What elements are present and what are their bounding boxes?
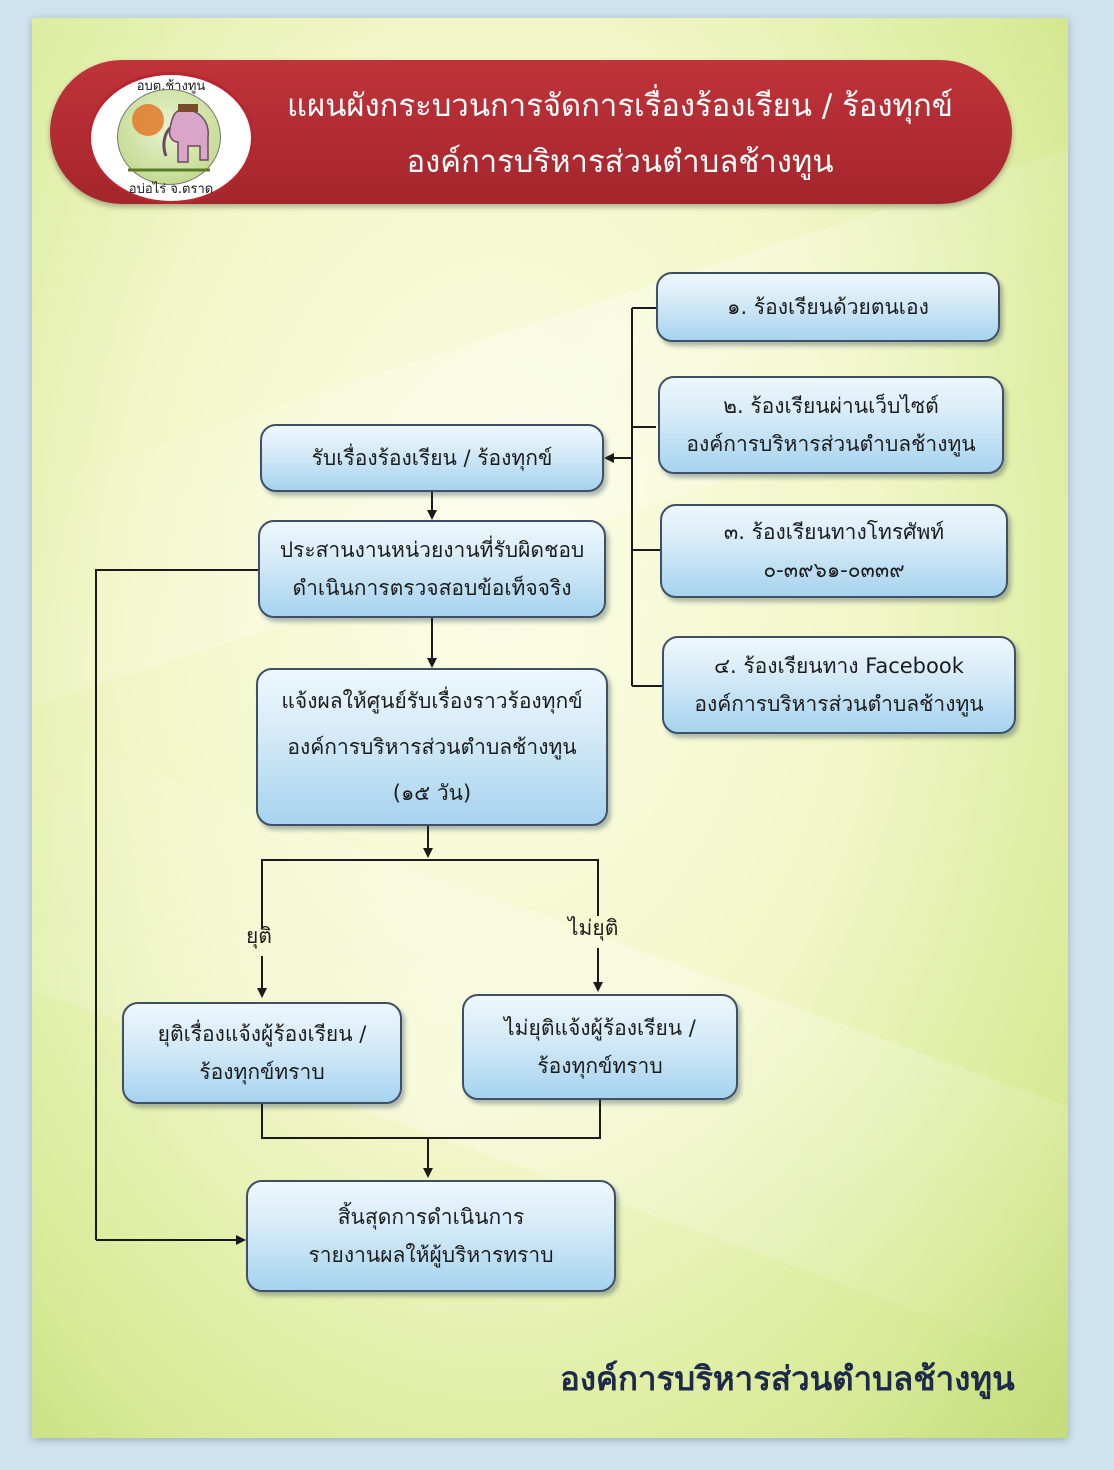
footer-organization-name: องค์การบริหารส่วนตำบลช้างทูน xyxy=(560,1359,1015,1398)
organization-seal-logo: อบต.ช้างทูน อบ่อไร่ จ.ตราด xyxy=(88,72,254,204)
step-notify-box: แจ้งผลให้ศูนย์รับเรื่องราวร้องทุกข์ องค์… xyxy=(256,668,608,826)
step-label: สิ้นสุดการดำเนินการ xyxy=(337,1205,525,1229)
page-title: แผนผังกระบวนการจัดการเรื่องร้องเรียน / ร… xyxy=(235,78,1005,190)
connector-line xyxy=(261,1098,601,1139)
resolved-branch-label: ยุติ xyxy=(246,924,272,948)
connector-line xyxy=(261,859,599,928)
step-label: ยุติเรื่องแจ้งผู้ร้องเรียน / xyxy=(157,1022,367,1046)
unresolved-branch-label: ไม่ยุติ xyxy=(568,916,619,940)
elephant-emblem-icon xyxy=(117,89,221,185)
channel-box-in-person: ๑. ร้องเรียนด้วยตนเอง xyxy=(656,272,1000,342)
channel-label: ๓. ร้องเรียนทางโทรศัพท์ xyxy=(723,520,945,544)
title-line-1: แผนผังกระบวนการจัดการเรื่องร้องเรียน / ร… xyxy=(287,88,953,124)
title-line-2: องค์การบริหารส่วนตำบลช้างทูน xyxy=(406,144,834,180)
channel-box-facebook: ๔. ร้องเรียนทาง Facebook องค์การบริหารส่… xyxy=(662,636,1016,734)
step-end-box: สิ้นสุดการดำเนินการ รายงานผลให้ผู้บริหาร… xyxy=(246,1180,616,1292)
step-label: แจ้งผลให้ศูนย์รับเรื่องราวร้องทุกข์ xyxy=(281,689,583,713)
step-label: ประสานงานหน่วยงานที่รับผิดชอบ xyxy=(279,538,585,562)
connector-line xyxy=(95,569,258,1240)
step-resolved-box: ยุติเรื่องแจ้งผู้ร้องเรียน / ร้องทุกข์ทร… xyxy=(122,1002,402,1104)
step-label: รายงานผลให้ผู้บริหารทราบ xyxy=(308,1243,554,1267)
step-label: รับเรื่องร้องเรียน / ร้องทุกข์ xyxy=(311,446,553,470)
step-label: ดำเนินการตรวจสอบข้อเท็จจริง xyxy=(292,576,572,600)
step-unresolved-box: ไม่ยุติแจ้งผู้ร้องเรียน / ร้องทุกข์ทราบ xyxy=(462,994,738,1100)
channel-label: ๒. ร้องเรียนผ่านเว็บไซต์ xyxy=(723,394,939,418)
step-duration: (๑๕ วัน) xyxy=(392,781,472,805)
step-label: ร้องทุกข์ทราบ xyxy=(537,1054,663,1078)
step-coordinate-box: ประสานงานหน่วยงานที่รับผิดชอบ ดำเนินการต… xyxy=(258,520,606,618)
channel-phone-number: ๐-๓๙๖๑-๐๓๓๙ xyxy=(763,558,905,582)
step-receive-box: รับเรื่องร้องเรียน / ร้องทุกข์ xyxy=(260,424,604,492)
channel-label: ๔. ร้องเรียนทาง Facebook xyxy=(714,654,964,678)
channel-box-phone: ๓. ร้องเรียนทางโทรศัพท์ ๐-๓๙๖๑-๐๓๓๙ xyxy=(660,504,1008,598)
step-label: ไม่ยุติแจ้งผู้ร้องเรียน / xyxy=(504,1016,696,1040)
step-label: องค์การบริหารส่วนตำบลช้างทูน xyxy=(287,735,577,759)
step-label: ร้องทุกข์ทราบ xyxy=(199,1060,325,1084)
channel-sublabel: องค์การบริหารส่วนตำบลช้างทูน xyxy=(686,432,976,456)
logo-bottom-text: อบ่อไร่ จ.ตราด xyxy=(128,182,214,197)
channel-box-website: ๒. ร้องเรียนผ่านเว็บไซต์ องค์การบริหารส่… xyxy=(658,376,1004,474)
channel-sublabel: องค์การบริหารส่วนตำบลช้างทูน xyxy=(694,692,984,716)
channel-label: ๑. ร้องเรียนด้วยตนเอง xyxy=(727,295,929,319)
